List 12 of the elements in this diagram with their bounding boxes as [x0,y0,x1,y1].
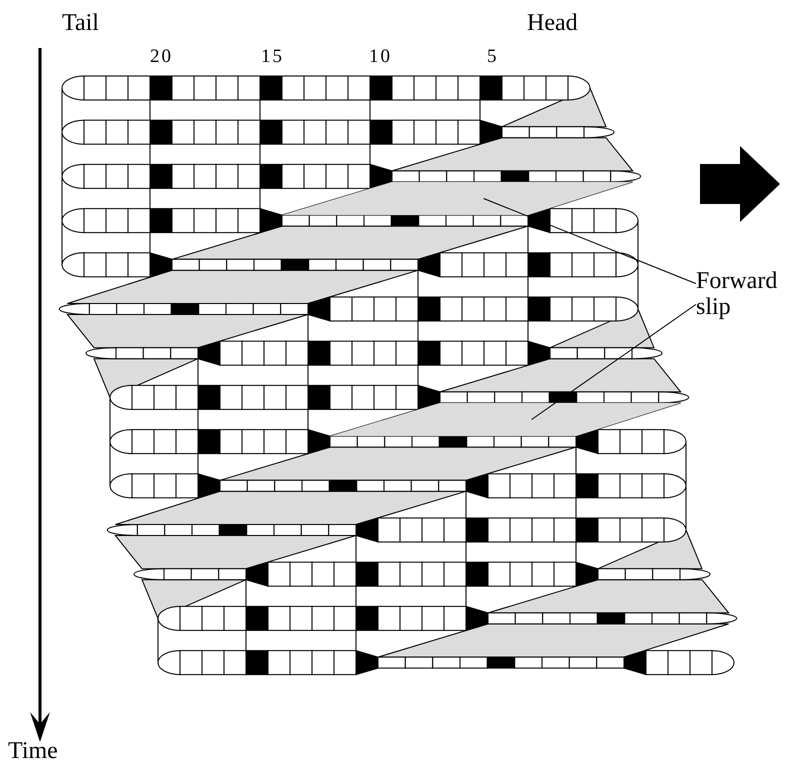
segment-number: 20 [150,45,173,69]
axis-label: Time [8,738,58,764]
leader-line [531,304,696,420]
leader-line [483,198,696,284]
end-label: Head [527,10,578,36]
slip-region [282,182,633,216]
end-label: Tail [62,10,99,36]
segment-number: 5 [487,45,498,69]
segment-number: 15 [261,45,284,69]
slip-region [330,402,681,436]
segment-number: 10 [369,45,392,69]
callout-text: Forward slip [696,268,776,320]
